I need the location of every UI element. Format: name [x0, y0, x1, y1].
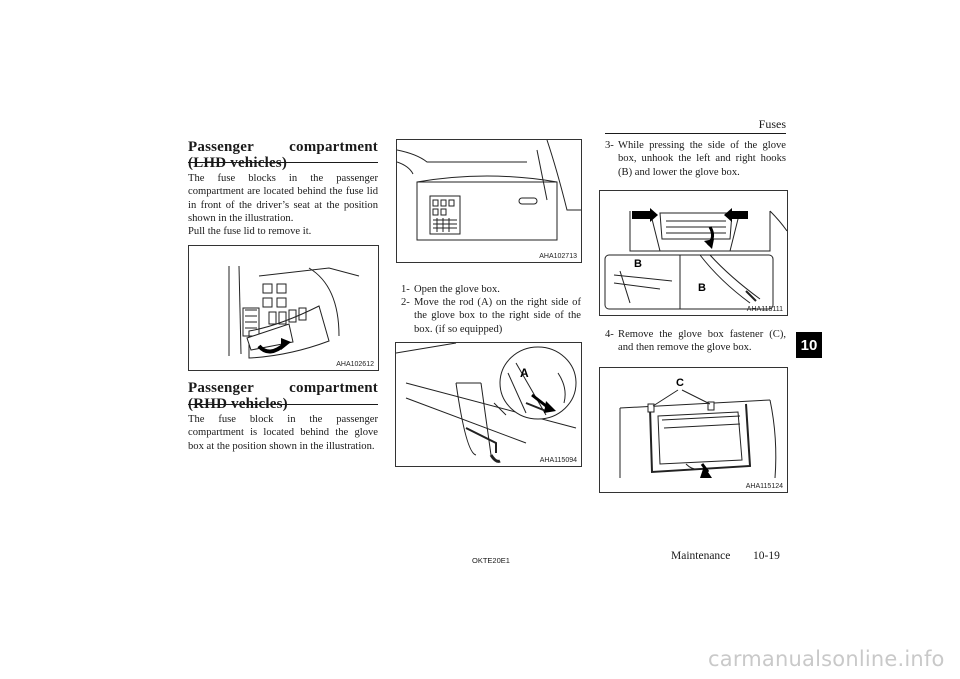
hook-label-b-left: B	[634, 258, 642, 270]
lhd-title-rule	[188, 162, 378, 163]
step-3-text: While pressing the side of the glove box…	[618, 140, 786, 178]
step-2: 2- Move the rod (A) on the right side of…	[401, 296, 581, 336]
rhd-title-rule	[188, 404, 378, 405]
glove-box-location-illustration	[397, 140, 581, 241]
figure-lhd-fuse-lid: AHA102612	[188, 245, 379, 371]
step-3: 3- While pressing the side of the glove …	[605, 139, 786, 179]
step-2-number: 2-	[401, 297, 410, 308]
step-3-number: 3-	[605, 140, 614, 151]
footer-chapter-name: Maintenance	[671, 550, 731, 562]
step-4: 4- Remove the glove box fastener (C), an…	[605, 328, 786, 355]
fig5-code: AHA115124	[745, 483, 783, 490]
rhd-body-text: The fuse block in the passenger compartm…	[188, 414, 378, 452]
fig4-code: AHA115111	[746, 306, 783, 313]
figure-glove-box-hooks: B B AHA115111	[599, 190, 788, 316]
step-4-number: 4-	[605, 329, 614, 340]
glove-box-hooks-illustration: B B	[604, 208, 787, 310]
figure-glove-box-fastener: C AHA115124	[599, 367, 788, 493]
fig2-code: AHA102713	[539, 253, 577, 260]
header-rule	[605, 133, 786, 134]
fig3-code: AHA115094	[539, 457, 577, 464]
figure-glove-box-rod: A AHA115094	[395, 342, 582, 467]
chapter-tab: 10	[796, 332, 822, 358]
glove-box-fastener-illustration: C	[619, 377, 777, 479]
watermark: carmanualsonline.info	[708, 647, 945, 671]
step-1-text: Open the glove box.	[414, 284, 500, 295]
lhd-body-text: The fuse blocks in the passenger compart…	[188, 172, 378, 238]
lhd-pull-instruction: Pull the fuse lid to remove it.	[188, 226, 312, 238]
step-1-number: 1-	[401, 284, 410, 295]
fig1-code: AHA102612	[336, 361, 374, 368]
fastener-label-c: C	[676, 377, 684, 389]
footer-page-number: 10-19	[753, 550, 780, 562]
running-header: Fuses	[758, 117, 786, 132]
step-1: 1- Open the glove box.	[401, 283, 581, 296]
footer-doc-code: OKTE20E1	[472, 556, 510, 565]
rod-label-a: A	[520, 366, 529, 380]
lhd-description: The fuse blocks in the passenger compart…	[188, 173, 378, 224]
lhd-fuse-lid-illustration	[228, 265, 360, 359]
header-section-label: Fuses	[758, 117, 786, 131]
step-2-text: Move the rod (A) on the right side of th…	[414, 297, 581, 335]
step-4-text: Remove the glove box fastener (C), and t…	[618, 329, 786, 354]
rhd-section-title: Passenger compartment (RHD vehicles)	[188, 380, 378, 412]
hook-label-b-right: B	[698, 282, 706, 294]
lhd-section-title: Passenger compartment (LHD vehicles)	[188, 139, 378, 171]
figure-glove-box-location: AHA102713	[396, 139, 582, 263]
glove-box-rod-illustration: A	[396, 343, 577, 463]
